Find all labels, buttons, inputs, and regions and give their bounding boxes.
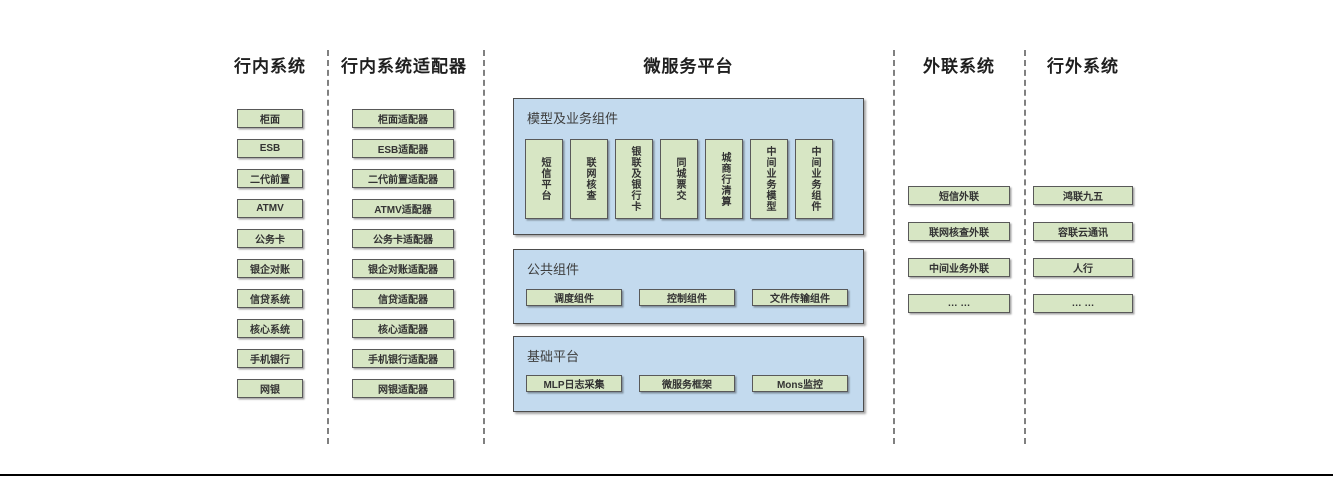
system-node: 二代前置 bbox=[237, 169, 303, 188]
column-divider bbox=[327, 50, 329, 444]
component-node: 城商行清算 bbox=[705, 139, 743, 219]
external-link-systems-list: 短信外联 联网核查外联 中间业务外联 … … bbox=[908, 186, 1010, 313]
internal-systems-list: 柜面 ESB 二代前置 ATMV 公务卡 银企对账 信贷系统 核心系统 手机银行… bbox=[237, 109, 303, 398]
system-node: 中间业务外联 bbox=[908, 258, 1010, 277]
component-node: 联网核查 bbox=[570, 139, 608, 219]
adapter-node: 核心适配器 bbox=[352, 319, 454, 338]
component-node: 同城票交 bbox=[660, 139, 698, 219]
panel-model-business-components: 模型及业务组件 短信平台 联网核查 银联及银行卡 同城票交 城商行清算 中间业务… bbox=[513, 98, 864, 235]
adapter-node: 公务卡适配器 bbox=[352, 229, 454, 248]
column-title-external-link-systems: 外联系统 bbox=[923, 57, 995, 76]
adapter-node: ESB适配器 bbox=[352, 139, 454, 158]
outside-systems-list: 鸿联九五 容联云通讯 人行 … … bbox=[1033, 186, 1133, 313]
system-node: 手机银行 bbox=[237, 349, 303, 368]
component-node: 调度组件 bbox=[526, 289, 622, 306]
system-node: 信贷系统 bbox=[237, 289, 303, 308]
component-node: 中间业务组件 bbox=[795, 139, 833, 219]
adapter-node: 柜面适配器 bbox=[352, 109, 454, 128]
panel-base-platform: 基础平台 MLP日志采集 微服务框架 Mons监控 bbox=[513, 336, 864, 412]
system-node: … … bbox=[1033, 294, 1133, 313]
component-node: 微服务框架 bbox=[639, 375, 735, 392]
panel-label: 模型及业务组件 bbox=[527, 111, 619, 126]
system-node: 银企对账 bbox=[237, 259, 303, 278]
column-title-internal-adapters: 行内系统适配器 bbox=[341, 57, 467, 76]
common-components-row: 调度组件 控制组件 文件传输组件 bbox=[526, 289, 848, 306]
component-node: 文件传输组件 bbox=[752, 289, 848, 306]
system-node: 柜面 bbox=[237, 109, 303, 128]
adapter-node: ATMV适配器 bbox=[352, 199, 454, 218]
component-node: MLP日志采集 bbox=[526, 375, 622, 392]
column-title-microservice-platform: 微服务平台 bbox=[643, 57, 734, 76]
column-divider bbox=[483, 50, 485, 444]
component-node: 银联及银行卡 bbox=[615, 139, 653, 219]
panel-common-components: 公共组件 调度组件 控制组件 文件传输组件 bbox=[513, 249, 864, 324]
system-node: 核心系统 bbox=[237, 319, 303, 338]
component-node: 中间业务模型 bbox=[750, 139, 788, 219]
system-node: ESB bbox=[237, 139, 303, 158]
system-node: 公务卡 bbox=[237, 229, 303, 248]
adapter-node: 二代前置适配器 bbox=[352, 169, 454, 188]
adapter-node: 手机银行适配器 bbox=[352, 349, 454, 368]
panel-label: 基础平台 bbox=[527, 349, 580, 364]
base-platform-row: MLP日志采集 微服务框架 Mons监控 bbox=[526, 375, 848, 392]
system-node: ATMV bbox=[237, 199, 303, 218]
adapter-node: 信贷适配器 bbox=[352, 289, 454, 308]
system-node: 鸿联九五 bbox=[1033, 186, 1133, 205]
component-node: 短信平台 bbox=[525, 139, 563, 219]
column-divider bbox=[893, 50, 895, 444]
column-title-outside-systems: 行外系统 bbox=[1047, 57, 1119, 76]
system-node: 联网核查外联 bbox=[908, 222, 1010, 241]
column-title-internal-systems: 行内系统 bbox=[234, 57, 306, 76]
component-node: Mons监控 bbox=[752, 375, 848, 392]
bottom-rule bbox=[0, 474, 1333, 476]
adapter-node: 银企对账适配器 bbox=[352, 259, 454, 278]
column-divider bbox=[1024, 50, 1026, 444]
system-node: 人行 bbox=[1033, 258, 1133, 277]
model-components-row: 短信平台 联网核查 银联及银行卡 同城票交 城商行清算 中间业务模型 中间业务组… bbox=[525, 139, 833, 219]
component-node: 控制组件 bbox=[639, 289, 735, 306]
internal-adapters-list: 柜面适配器 ESB适配器 二代前置适配器 ATMV适配器 公务卡适配器 银企对账… bbox=[352, 109, 454, 398]
panel-label: 公共组件 bbox=[527, 262, 580, 277]
system-node: 网银 bbox=[237, 379, 303, 398]
system-node: … … bbox=[908, 294, 1010, 313]
system-node: 容联云通讯 bbox=[1033, 222, 1133, 241]
system-node: 短信外联 bbox=[908, 186, 1010, 205]
adapter-node: 网银适配器 bbox=[352, 379, 454, 398]
